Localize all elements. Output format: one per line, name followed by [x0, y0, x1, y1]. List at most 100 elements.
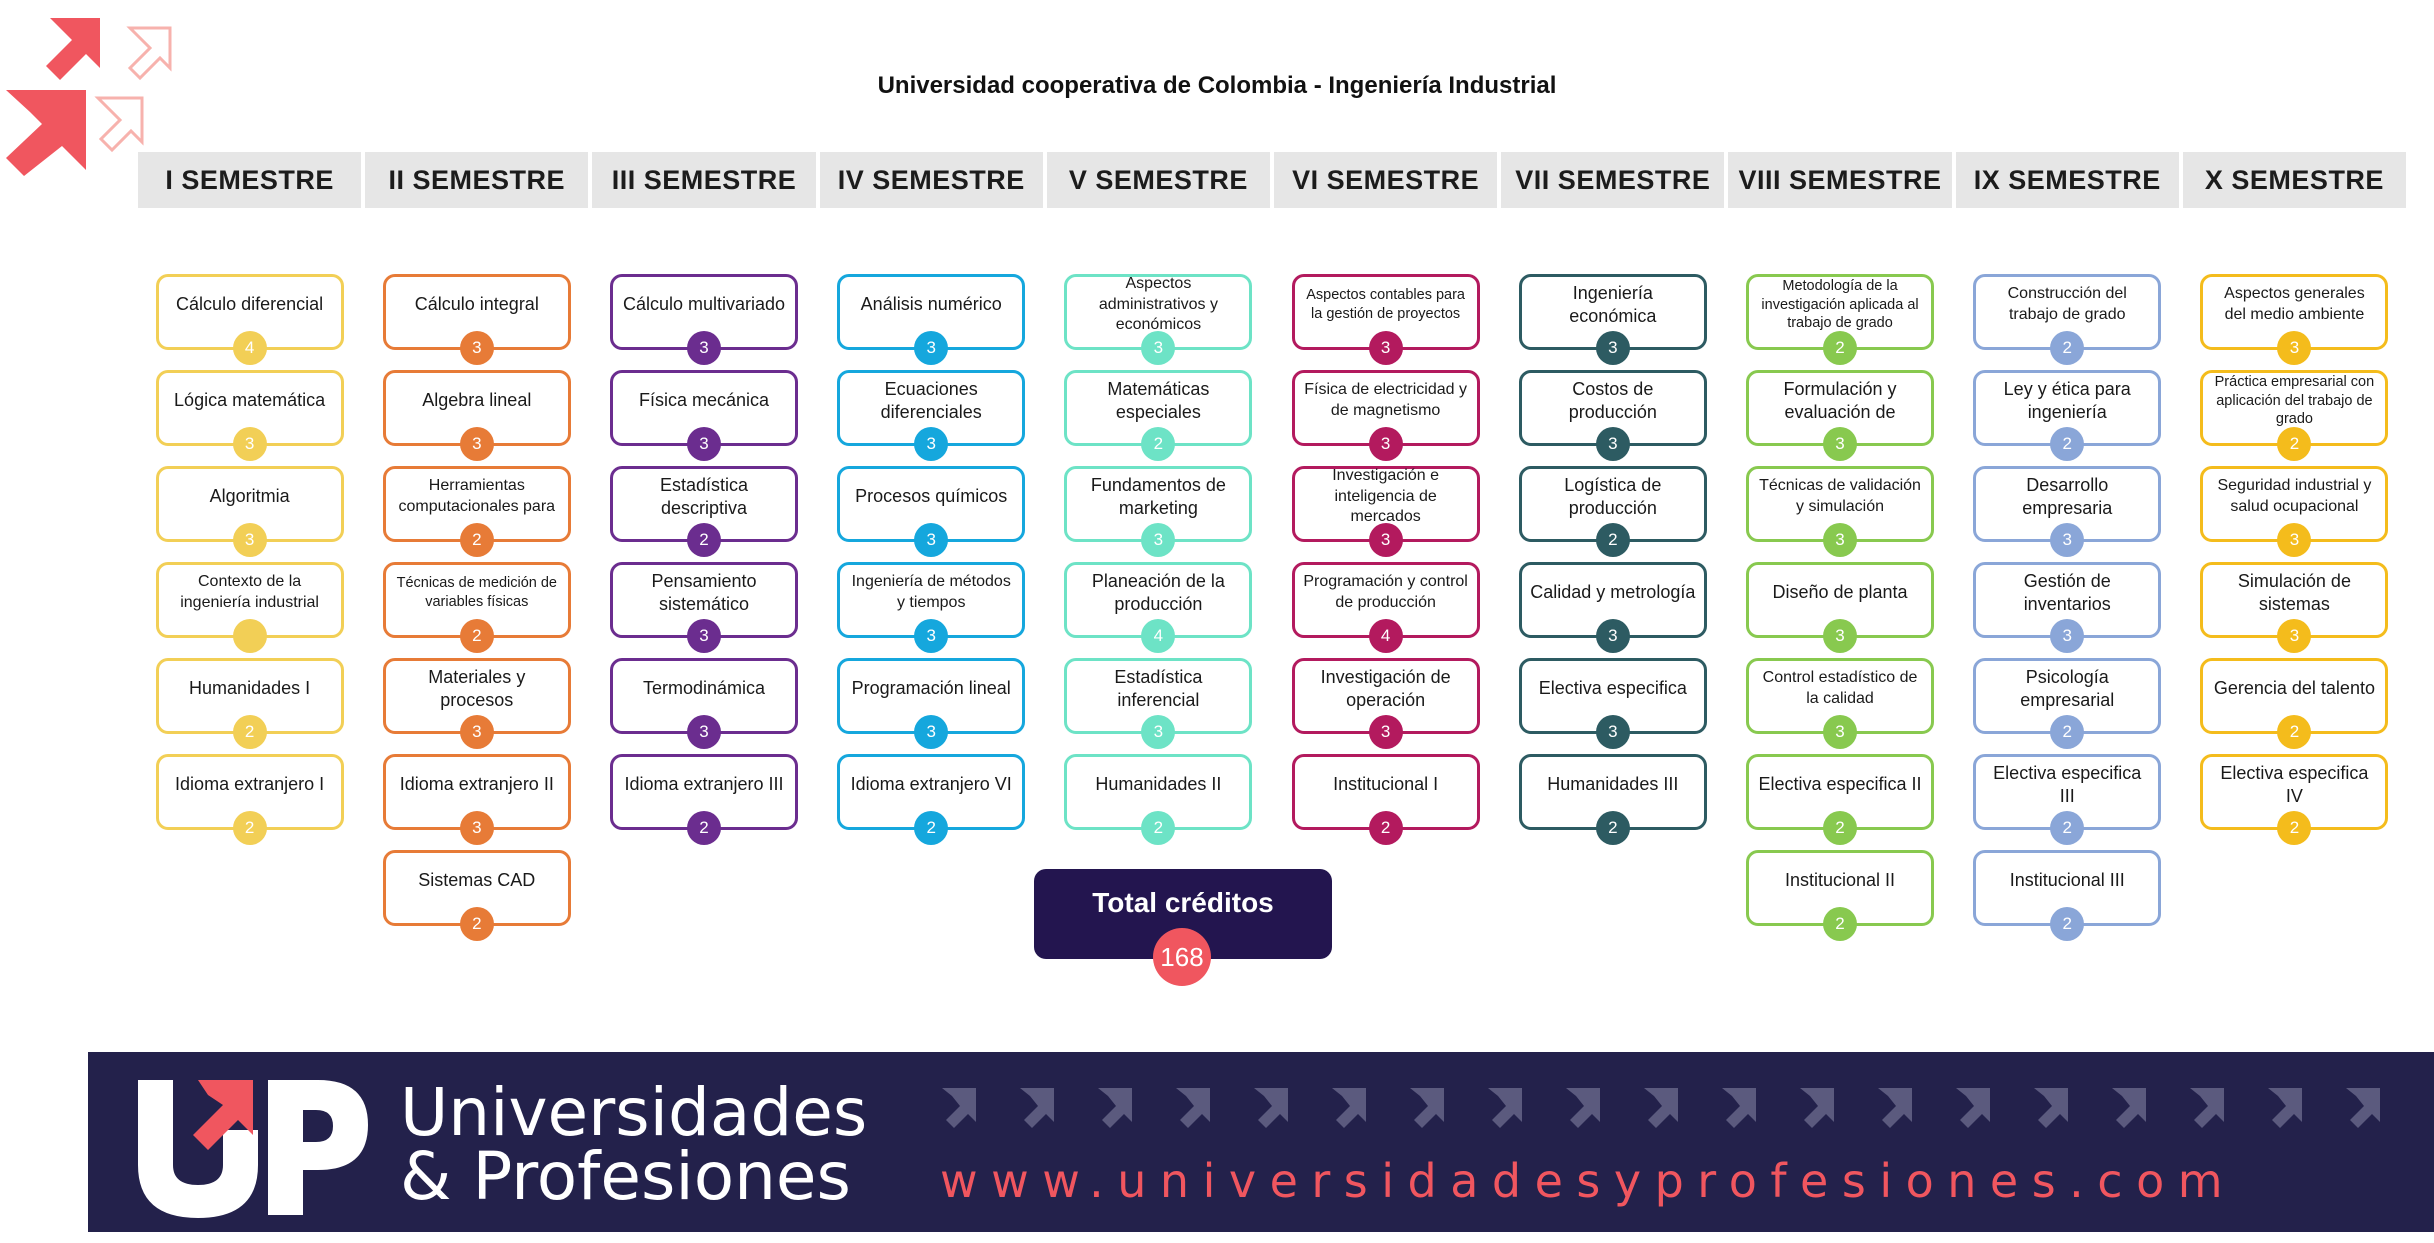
course-name: Psicología empresarial [2020, 666, 2115, 710]
credit-badge: 3 [1595, 427, 1630, 461]
course-name: Electiva especifica IV [2220, 762, 2369, 806]
credit-badge: 4 [232, 331, 267, 365]
arrow-icon-outline-1 [126, 26, 172, 81]
course-card: Práctica empresarial con aplicación del … [2200, 370, 2389, 461]
arrow-icon [1410, 1088, 1444, 1128]
arrow-icon [1176, 1088, 1210, 1128]
credit-badge: 3 [1823, 427, 1858, 461]
course-name: Seguridad industrial y salud ocupacional [2217, 477, 2372, 515]
semester-header: IV SEMESTRE [819, 152, 1043, 208]
semester-header: X SEMESTRE [2182, 152, 2407, 208]
arrow-icon [1800, 1088, 1834, 1128]
course-name: Investigación de operación [1320, 666, 1451, 710]
arrow-icon [1020, 1088, 1054, 1128]
course-name: Humanidades I [189, 678, 311, 699]
semester-column: VIII SEMESTRE Metodología de la investiga… [1728, 152, 1952, 941]
corner-arrows-logo [6, 18, 172, 176]
credit-badge: 3 [914, 523, 949, 557]
course-name: Física de electricidad y de magnetismo [1304, 381, 1467, 419]
arrow-icon [1332, 1088, 1366, 1128]
credit-badge: 2 [232, 811, 267, 845]
credit-badge: 3 [1595, 715, 1630, 749]
credit-badge: 2 [1823, 811, 1858, 845]
course-card: Metodología de la investigación aplicada… [1746, 274, 1935, 365]
credit-badge: 3 [1595, 619, 1630, 653]
credit-badge: 2 [459, 523, 494, 557]
total-credits-label: Total créditos [1092, 887, 1274, 918]
course-name: Costos de producción [1568, 378, 1657, 422]
course-name: Matemáticas especiales [1107, 378, 1210, 422]
course-name: Desarrollo empresaria [2022, 474, 2113, 518]
course-card: Humanidades I 2 [155, 658, 344, 749]
arrow-icon [1254, 1088, 1288, 1128]
credit-badge: 3 [1368, 427, 1403, 461]
course-name: Estadística descriptiva [659, 474, 749, 518]
credit-badge: 2 [459, 619, 494, 653]
course-name: Construcción del trabajo de grado [2007, 285, 2127, 323]
credit-badge: 3 [914, 427, 949, 461]
footer-banner: Universidades & Profesiones www.universi… [88, 1052, 2434, 1232]
credit-badge: 3 [2277, 331, 2312, 365]
page-title: Universidad cooperativa de Colombia - In… [877, 72, 1557, 99]
course-name: Aspectos contables para la gestión de pr… [1306, 287, 1465, 322]
credit-badge: 3 [914, 331, 949, 365]
credit-badge: 2 [687, 811, 721, 845]
course-name: Cálculo integral [414, 294, 539, 315]
course-name: Herramientas computacionales para [398, 477, 556, 515]
arrow-icon [1644, 1088, 1678, 1128]
credit-badge: 3 [459, 811, 494, 845]
course-name: Materiales y procesos [428, 666, 526, 710]
up-logo [138, 1080, 368, 1218]
website-link[interactable]: www.universidadesyprofesiones.com [940, 1154, 2237, 1208]
credit-badge: 3 [1141, 523, 1176, 557]
credit-badge: 3 [1141, 331, 1176, 365]
course-name: Metodología de la investigación aplicada… [1761, 277, 1919, 332]
course-name: Planeación de la producción [1091, 570, 1225, 614]
arrow-icon-outline-2 [94, 96, 144, 153]
semester-header: VIII SEMESTRE [1728, 152, 1952, 208]
course-name: Control estadístico de la calidad [1762, 669, 1918, 707]
course-name: Cálculo multivariado [622, 294, 786, 315]
credit-badge: 3 [232, 427, 267, 461]
total-credits-value: 168 [1153, 928, 1211, 986]
course-card: Costos de producción 3 [1518, 370, 1707, 461]
credit-badge: 2 [232, 715, 267, 749]
brand-name-line1: Universidades [400, 1074, 868, 1151]
credit-badge: 3 [2277, 523, 2312, 557]
credit-badge: 3 [2277, 619, 2312, 653]
course-name: Aspectos administrativos y económicos [1098, 274, 1218, 334]
course-name: Práctica empresarial con aplicación del … [2214, 373, 2375, 428]
credit-badge: 2 [2050, 427, 2085, 461]
course-name: Contexto de la ingeniería industrial [180, 573, 319, 611]
credit-badge: 4 [1368, 619, 1403, 653]
credit-badge: 2 [2277, 427, 2312, 461]
course-card: Física de electricidad y de magnetismo 3 [1291, 370, 1480, 461]
course-name: Idioma extranjero VI [850, 774, 1012, 795]
course-card: Técnicas de medición de variables física… [382, 562, 571, 653]
